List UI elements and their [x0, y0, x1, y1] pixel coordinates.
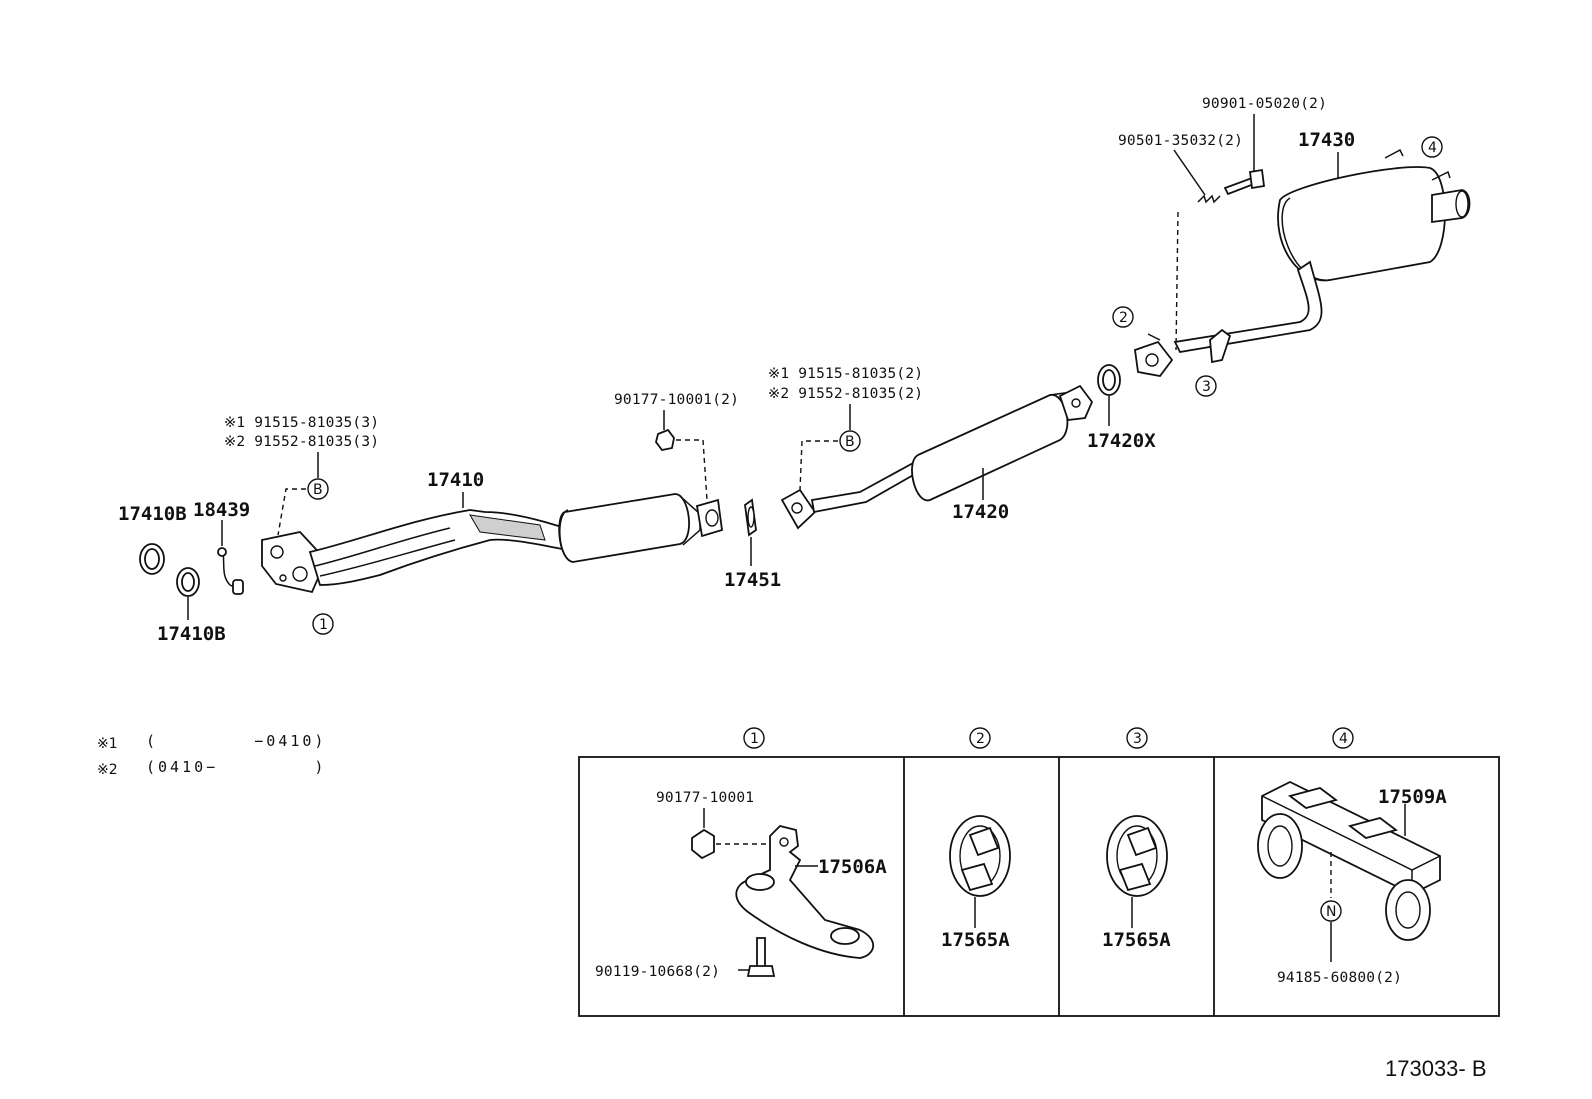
oxygen-sensor-18439[interactable] [217, 547, 244, 595]
note-91552-left: ※2 91552-81035(3) [224, 434, 379, 450]
svg-text:1: 1 [319, 617, 328, 633]
label-90119-10668-2: 90119-10668(2) [595, 964, 720, 980]
label-17509A: 17509A [1378, 786, 1447, 808]
svg-text:B: B [845, 434, 855, 450]
label-17420X: 17420X [1087, 430, 1156, 452]
hanger-17565A-a[interactable] [949, 815, 1011, 897]
label-17410: 17410 [427, 469, 484, 491]
legend-mark-2: ※2 [97, 762, 118, 778]
bracket-17506A[interactable] [735, 825, 875, 959]
svg-text:3: 3 [1133, 731, 1142, 747]
bolt-90119[interactable] [746, 937, 776, 977]
note-91552-center: ※2 91552-81035(2) [768, 386, 923, 402]
legend-text-1: ( −0410) [146, 732, 326, 750]
label-17506A: 17506A [818, 856, 887, 878]
marker-4-tail[interactable]: 4 [1421, 136, 1443, 158]
gasket-17420X[interactable] [1097, 364, 1121, 396]
panel-header-4: 4 [1332, 727, 1354, 749]
svg-text:2: 2 [976, 731, 985, 747]
front-exhaust-pipe-17410[interactable] [261, 493, 723, 594]
label-90177-10001-2: 90177-10001(2) [614, 392, 739, 408]
panel-header-1: 1 [743, 727, 765, 749]
label-17565A-b: 17565A [1102, 929, 1171, 951]
marker-N[interactable]: N [1320, 900, 1342, 922]
note-91515-center: ※1 91515-81035(2) [768, 366, 923, 382]
gasket-17451[interactable] [744, 498, 757, 537]
svg-text:N: N [1326, 904, 1336, 920]
spring-90501[interactable] [1197, 194, 1221, 204]
marker-1-front[interactable]: 1 [312, 613, 334, 635]
marker-2-tail[interactable]: 2 [1112, 306, 1134, 328]
label-17451: 17451 [724, 569, 781, 591]
label-17430: 17430 [1298, 129, 1355, 151]
svg-text:2: 2 [1119, 310, 1128, 326]
label-18439: 18439 [193, 499, 250, 521]
label-17410B-a: 17410B [118, 503, 187, 525]
label-17410B-b: 17410B [157, 623, 226, 645]
panel-header-3: 3 [1126, 727, 1148, 749]
detail-panels-frame [578, 756, 1500, 1017]
diagram-reference-number: 173033- B [1385, 1056, 1487, 1081]
tailpipe-muffler-17430[interactable] [1134, 148, 1471, 377]
marker-3-tail[interactable]: 3 [1195, 375, 1217, 397]
panel-header-2: 2 [969, 727, 991, 749]
gasket-17410B-b[interactable] [176, 567, 200, 597]
marker-B-left[interactable]: B [307, 478, 329, 500]
hanger-17565A-b[interactable] [1106, 815, 1168, 897]
label-94185-60800-2: 94185-60800(2) [1277, 970, 1402, 986]
bracket-17509A[interactable] [1257, 780, 1441, 941]
label-90901-05020-2: 90901-05020(2) [1202, 96, 1327, 112]
center-exhaust-pipe-17420[interactable] [780, 384, 1094, 530]
bolt-90901[interactable] [1223, 168, 1266, 196]
nut-90177[interactable] [655, 428, 675, 451]
label-17565A-a: 17565A [941, 929, 1010, 951]
note-91515-left: ※1 91515-81035(3) [224, 415, 379, 431]
label-90177-10001-detail: 90177-10001 [656, 790, 754, 806]
label-90501-35032-2: 90501-35032(2) [1118, 133, 1243, 149]
legend-mark-1: ※1 [97, 736, 118, 752]
nut-90177-detail[interactable] [691, 828, 715, 860]
label-17420: 17420 [952, 501, 1009, 523]
svg-text:1: 1 [750, 731, 759, 747]
marker-B-center[interactable]: B [839, 430, 861, 452]
legend-text-2: (0410− ) [146, 758, 326, 776]
svg-text:4: 4 [1428, 140, 1437, 156]
svg-text:3: 3 [1202, 379, 1211, 395]
svg-text:4: 4 [1339, 731, 1348, 747]
gasket-17410B-a[interactable] [139, 543, 165, 575]
svg-text:B: B [313, 482, 323, 498]
